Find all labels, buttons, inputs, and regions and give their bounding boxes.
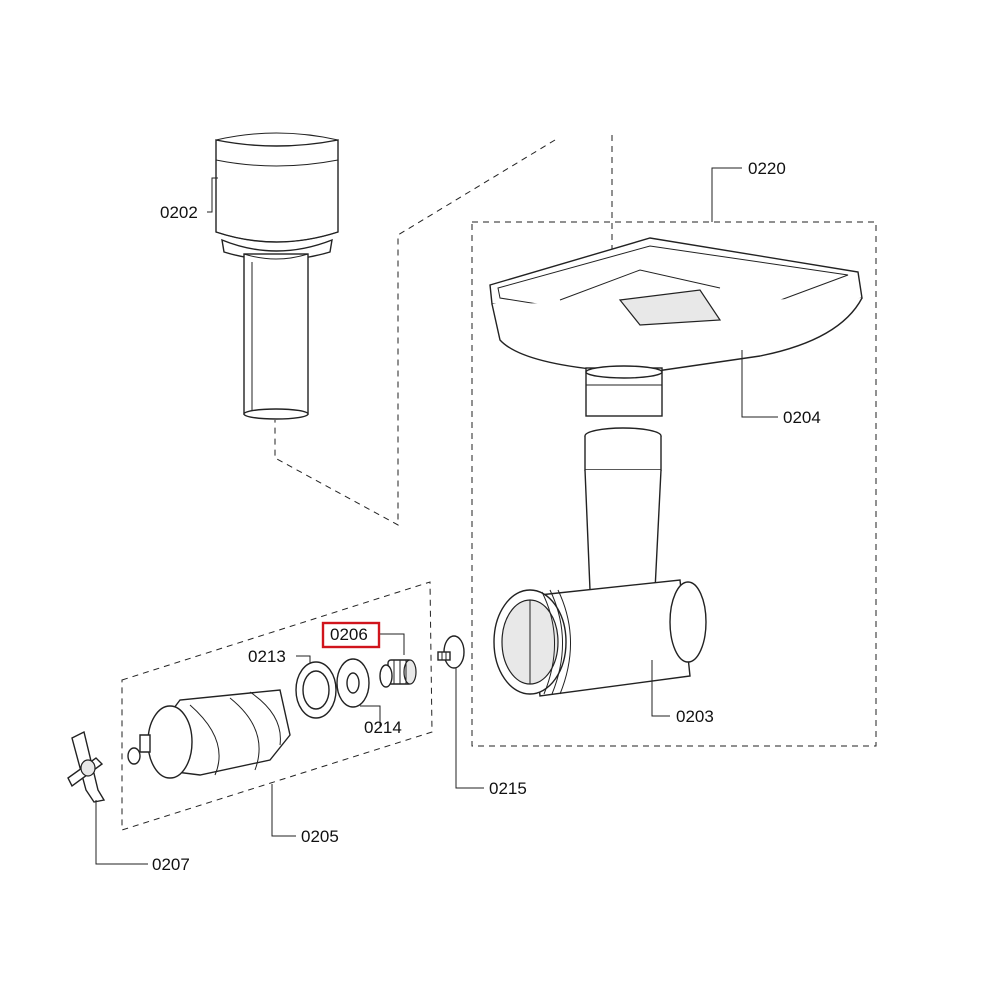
- part-0205-worm-screw: [127, 689, 291, 779]
- label-0203: 0203: [676, 707, 714, 726]
- label-0220: 0220: [748, 159, 786, 178]
- assembly-outline-0205: [121, 581, 433, 831]
- highlight-box-0206: [321, 621, 381, 649]
- part-0214-washer: [336, 658, 370, 708]
- part-labels: 0202 0220 0204 0203 0206 0213 0214 0215 …: [152, 159, 821, 874]
- part-0213-ring: [295, 661, 337, 719]
- leader-lines: [95, 167, 778, 865]
- label-0202: 0202: [160, 203, 198, 222]
- label-0213: 0213: [248, 647, 286, 666]
- part-0202-pusher: [215, 132, 339, 420]
- part-0204-hopper-tray: [489, 237, 863, 417]
- part-0203-housing: [493, 427, 707, 697]
- label-0206: 0206: [330, 625, 368, 644]
- label-0214: 0214: [364, 718, 402, 737]
- label-0204: 0204: [783, 408, 821, 427]
- part-0215-disc-pin: [437, 635, 465, 669]
- part-0206-gear-bushing: [379, 659, 417, 688]
- label-0215: 0215: [489, 779, 527, 798]
- part-0207-knife: [67, 730, 106, 803]
- label-0207: 0207: [152, 855, 190, 874]
- label-0205: 0205: [301, 827, 339, 846]
- assembly-outline-0220: [471, 221, 877, 747]
